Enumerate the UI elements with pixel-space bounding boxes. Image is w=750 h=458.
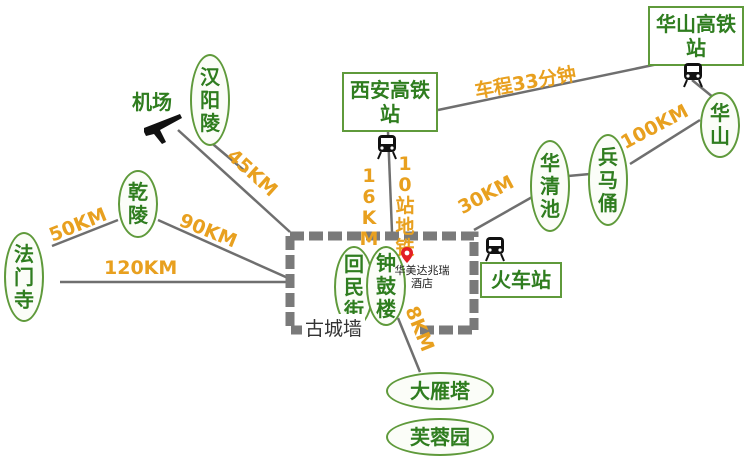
road-hanyang-airport (207, 139, 247, 173)
airplane-icon (144, 114, 182, 144)
station-xian-hsr-label: 西安高铁站 (350, 78, 430, 126)
road-qian-city (157, 218, 289, 280)
road-hsr-huashan (437, 62, 659, 112)
station-xian-hsr[interactable]: 西安高铁站 (342, 72, 438, 132)
distance-metro: 10站地铁 (395, 153, 415, 259)
place-huaqingchi[interactable]: 华清池 (530, 140, 570, 232)
station-train-label: 火车站 (491, 268, 551, 292)
place-bingmayong-label: 兵马俑 (598, 144, 618, 215)
old-city-wall-label: 古城墙 (302, 314, 366, 341)
station-train[interactable]: 火车站 (480, 262, 562, 298)
place-dayanta-label: 大雁塔 (410, 378, 470, 403)
location-pin-icon (401, 247, 413, 263)
place-furongyuan-label: 芙蓉园 (410, 424, 470, 449)
hotel-name-line2: 酒店 (411, 277, 433, 290)
place-famensi-label: 法门寺 (14, 241, 34, 312)
place-qianling-label: 乾陵 (128, 180, 148, 227)
place-airport-label: 机场 (132, 90, 172, 114)
place-huashan-label: 华山 (710, 101, 730, 148)
place-qianling[interactable]: 乾陵 (118, 170, 158, 238)
distance-city-hsr: 16KM (359, 165, 379, 250)
place-huiminjie-label: 回民街 (344, 251, 364, 322)
distance-famen-city: 120KM (104, 257, 178, 279)
place-famensi[interactable]: 法门寺 (4, 232, 44, 322)
hotel-name-line1: 华美达兆瑞 (394, 264, 450, 277)
place-dayanta[interactable]: 大雁塔 (386, 372, 494, 410)
road-city-dayanta (396, 317, 422, 373)
place-huashan[interactable]: 华山 (700, 92, 740, 158)
place-bingmayong[interactable]: 兵马俑 (588, 134, 628, 226)
train-icon (485, 237, 505, 262)
road-famen-qian (51, 218, 119, 248)
place-hanyangling[interactable]: 汉阳陵 (190, 54, 230, 146)
place-zhonggulou-label: 钟鼓楼 (376, 250, 396, 321)
hotel-name: 华美达兆瑞 酒店 (392, 264, 452, 290)
train-icon (683, 63, 703, 88)
place-huaqingchi-label: 华清池 (540, 150, 560, 221)
place-hanyangling-label: 汉阳陵 (200, 64, 220, 135)
place-furongyuan[interactable]: 芙蓉园 (386, 418, 494, 456)
road-huaqing-bingma (567, 172, 591, 178)
road-airport-city (177, 129, 291, 233)
road-city-huaqing (473, 194, 535, 232)
train-icon (377, 135, 397, 160)
road-bingma-huashan (629, 118, 701, 166)
station-huashan-hsr[interactable]: 华山高铁站 (648, 6, 744, 66)
station-huashan-hsr-label: 华山高铁站 (656, 12, 736, 60)
place-zhonggulou[interactable]: 钟鼓楼 (366, 246, 406, 326)
